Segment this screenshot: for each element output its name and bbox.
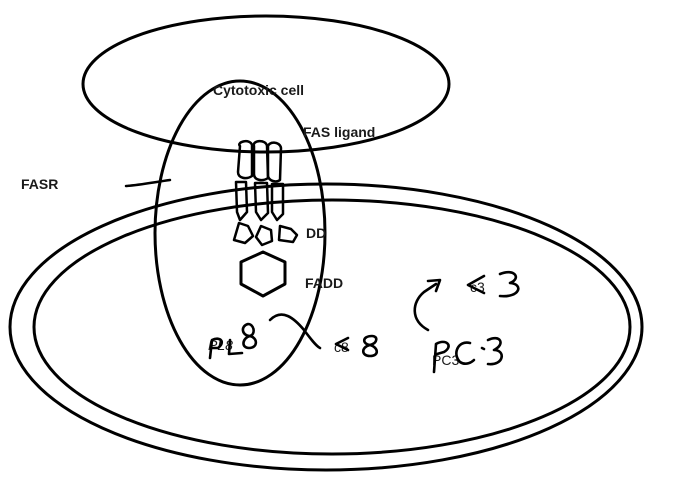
target-cell-inner-membrane: [32, 198, 632, 456]
fas-receptor-subunit: [253, 181, 270, 222]
pl8-to-c8-arrow: [268, 313, 322, 350]
pc3-to-c3-arrow: [413, 282, 438, 332]
fasr-pointer-line: [124, 178, 172, 188]
zoom-region: [153, 79, 327, 387]
fadd-label: FADD: [305, 275, 343, 291]
handwritten-pl8: PL8: [208, 322, 258, 360]
death-domain: [254, 224, 274, 247]
pc3-to-c3-arrowhead: [426, 278, 442, 293]
dd-label: DD: [306, 225, 326, 241]
handwritten-c3: c3: [466, 270, 520, 298]
cytotoxic-cell-label: Cytotoxic cell: [213, 82, 304, 98]
handwritten-c8: c8: [334, 334, 379, 358]
handwritten-pc3: PC3: [432, 336, 503, 374]
death-domain: [232, 221, 255, 245]
fas-receptor-subunit: [270, 182, 285, 222]
fas-receptor-subunit: [234, 180, 249, 222]
fadd-hexagon: [239, 250, 287, 298]
fas-ligand-subunit: [266, 141, 283, 183]
fasr-label: FASR: [21, 176, 58, 192]
death-domain: [277, 224, 299, 244]
fas-ligand-label: FAS ligand: [303, 124, 375, 140]
fas-ligand-subunit: [252, 139, 270, 182]
pc3-text: PC3: [432, 352, 459, 368]
fas-ligand-receptor-complex: [232, 139, 299, 247]
fas-ligand-subunit: [236, 139, 254, 180]
target-cell-outer-membrane: [8, 182, 644, 472]
